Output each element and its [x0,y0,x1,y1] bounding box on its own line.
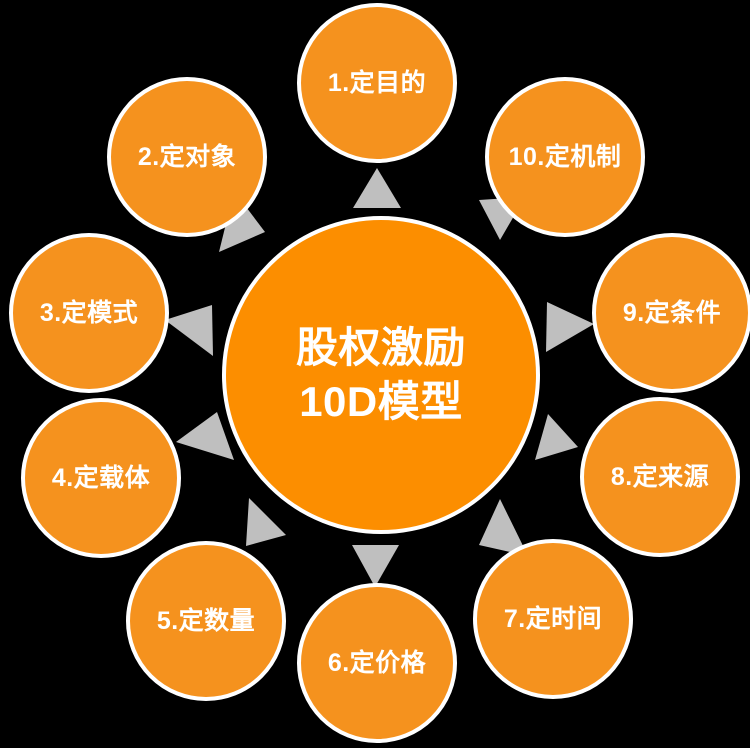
arrow-to-node-1 [353,168,401,208]
node-5-define-quantity[interactable]: 5.定数量 [126,541,286,701]
node-1-define-purpose[interactable]: 1.定目的 [297,3,457,163]
hub-center-node[interactable]: 股权激励 10D模型 [222,216,540,534]
node-4-label: 4.定载体 [51,463,151,492]
node-2-label: 2.定对象 [137,142,237,171]
node-2-define-target[interactable]: 2.定对象 [107,77,267,237]
hub-title-line-2: 10D模型 [299,378,463,425]
node-3-label: 3.定模式 [39,298,139,327]
node-7-label: 7.定时间 [503,604,603,633]
arrow-to-node-4 [176,412,234,460]
arrow-to-node-9 [546,302,594,352]
node-4-define-vehicle[interactable]: 4.定载体 [21,398,181,558]
node-3-define-mode[interactable]: 3.定模式 [9,233,169,393]
hub-title-line-1: 股权激励 [295,324,466,372]
node-5-label: 5.定数量 [156,606,256,635]
node-6-define-price[interactable]: 6.定价格 [297,583,457,743]
node-6-label: 6.定价格 [327,648,427,677]
node-10-label: 10.定机制 [508,142,622,171]
node-1-label: 1.定目的 [327,68,427,97]
arrow-to-node-7 [479,499,528,556]
node-8-define-source[interactable]: 8.定来源 [580,397,740,557]
hub-title: 股权激励 10D模型 [296,321,466,429]
arrow-to-node-3 [165,305,213,356]
arrow-to-node-5 [246,498,286,546]
arrow-to-node-6 [352,545,399,587]
node-8-label: 8.定来源 [610,462,710,491]
node-7-define-time[interactable]: 7.定时间 [473,539,633,699]
node-9-define-conditions[interactable]: 9.定条件 [592,233,750,393]
arrow-to-node-8 [535,414,578,460]
node-9-label: 9.定条件 [622,298,722,327]
node-10-define-mechanism[interactable]: 10.定机制 [485,77,645,237]
